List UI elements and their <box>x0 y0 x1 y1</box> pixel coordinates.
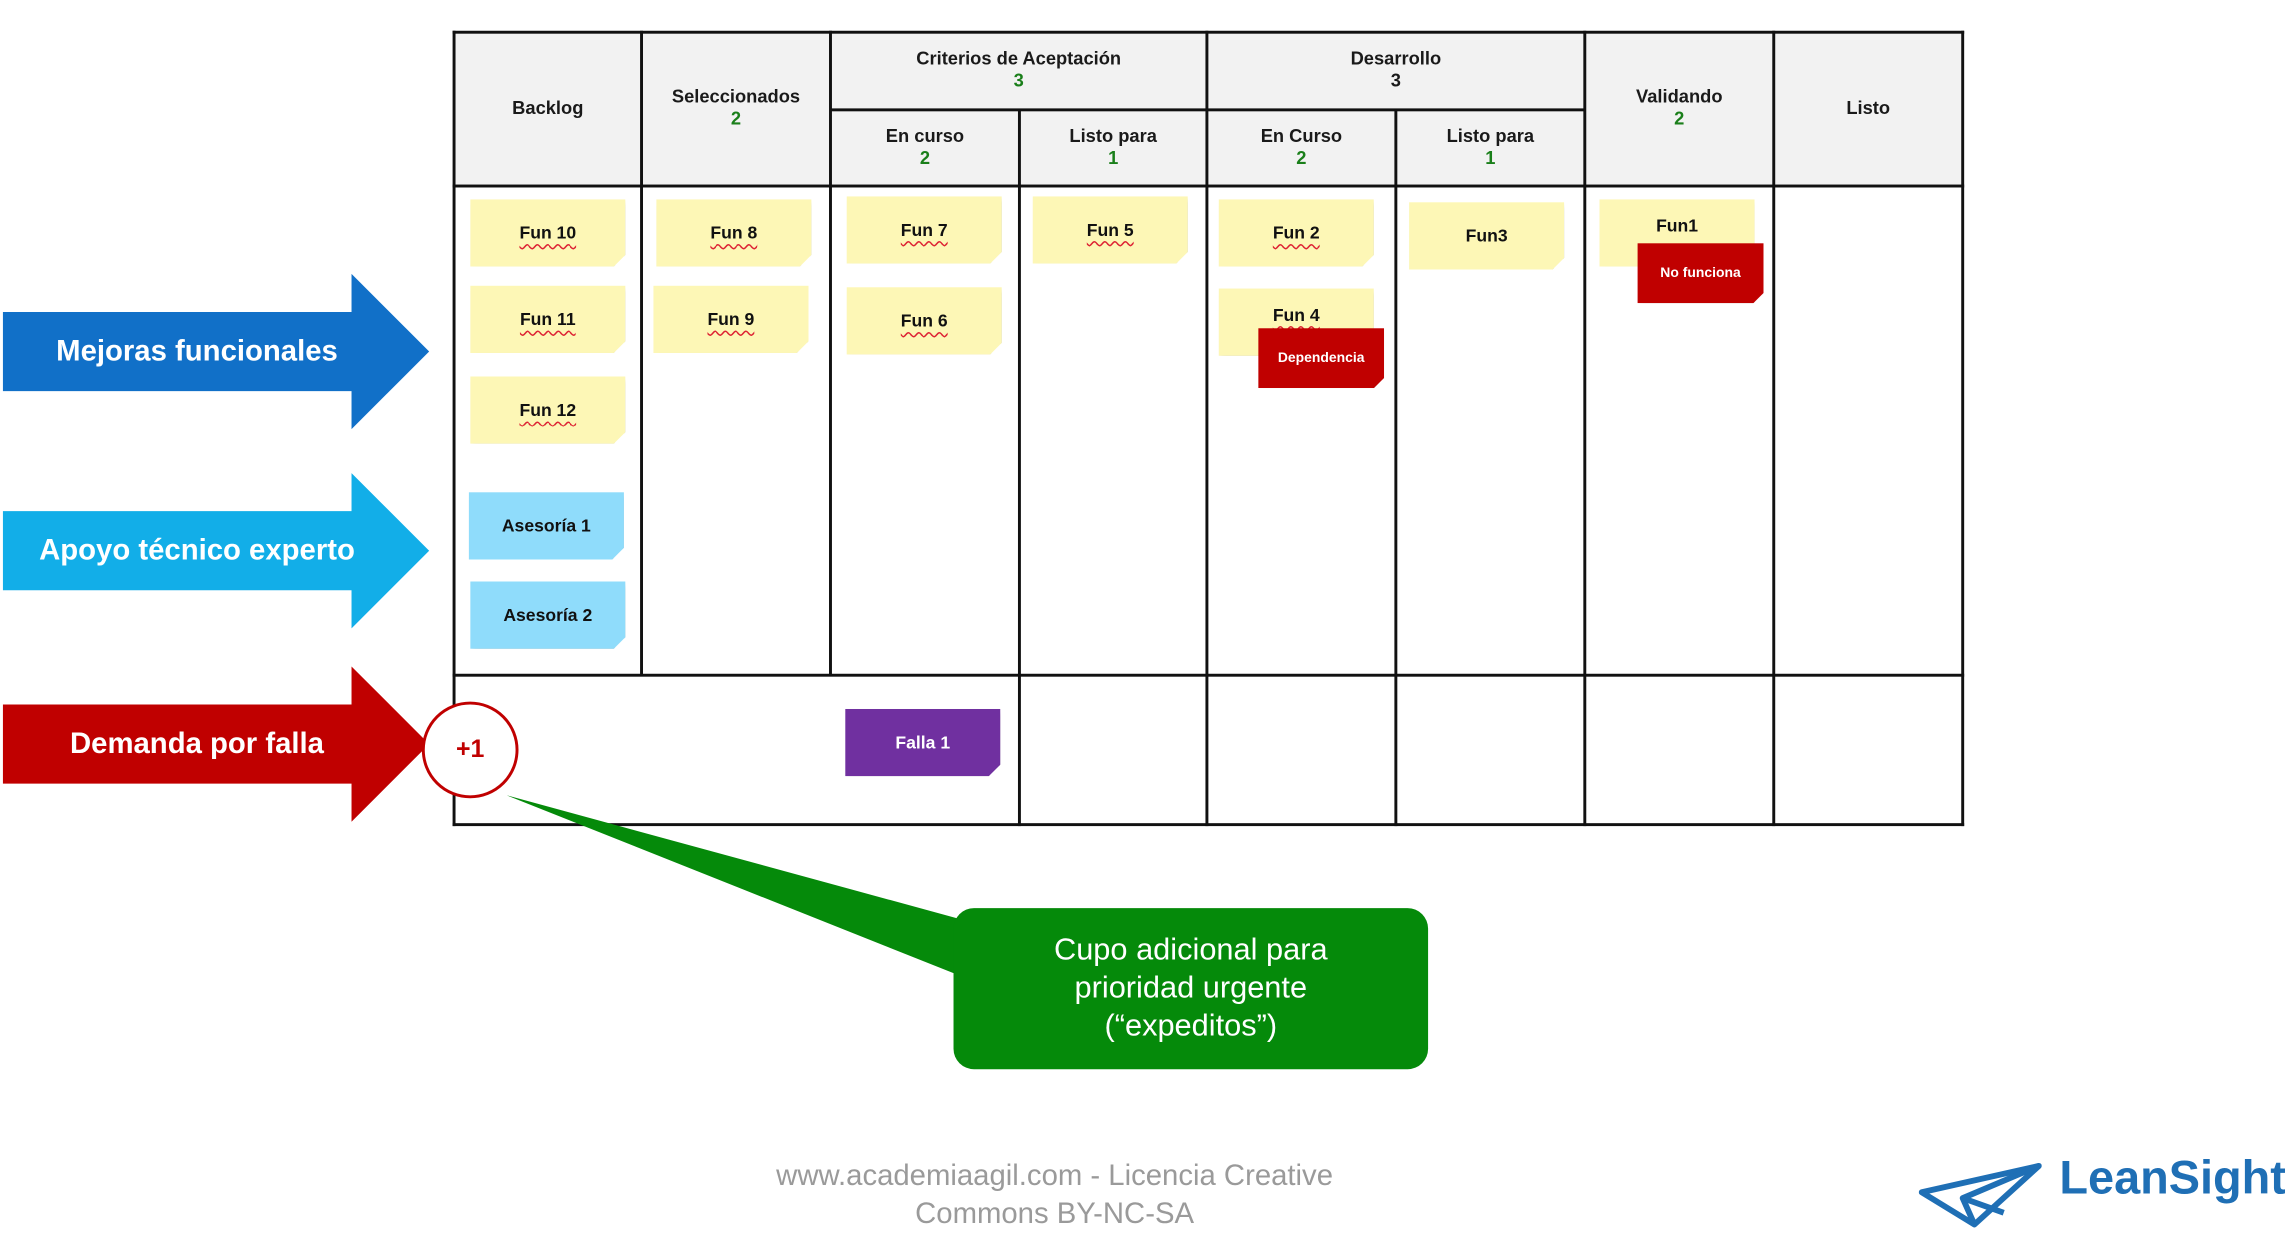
column-divider <box>1583 30 1587 827</box>
card-label: Fun 7 <box>900 219 948 241</box>
card-fun2[interactable]: Fun 2 <box>1219 199 1374 266</box>
wip-limit: 3 <box>1013 70 1024 91</box>
column-divider <box>1205 30 1209 827</box>
license-footer: www.academiaagil.com - Licencia Creative… <box>674 1157 1436 1233</box>
card-falla1[interactable]: Falla 1 <box>845 709 1000 776</box>
card-label: Asesoría 2 <box>503 604 593 626</box>
board-border-left <box>452 30 456 827</box>
callout-line: Cupo adicional para <box>1053 933 1328 967</box>
paper-plane-icon <box>1918 1162 2042 1228</box>
board-border-right <box>1961 30 1965 827</box>
arrow-mejoras-funcionales <box>2 273 430 430</box>
tag-label: Dependencia <box>1277 350 1365 367</box>
column-label: Listo <box>1846 98 1891 119</box>
card-fun12[interactable]: Fun 12 <box>470 376 625 443</box>
arrow-apoyo-tecnico <box>2 473 430 629</box>
column-label: Desarrollo <box>1350 48 1442 69</box>
card-label: Fun 11 <box>519 309 576 330</box>
column-header-criterios: Criterios de Aceptación 3 <box>830 48 1206 92</box>
card-fun3[interactable]: Fun3 <box>1409 202 1564 269</box>
board-expedite-line <box>452 673 1965 677</box>
column-divider <box>829 30 832 676</box>
card-label: Falla 1 <box>895 732 951 753</box>
leansight-logo: LeanSight <box>2059 1151 2285 1204</box>
column-label: Seleccionados <box>671 86 801 107</box>
column-label: En Curso <box>1260 125 1343 147</box>
wip-limit: 1 <box>1485 147 1496 169</box>
column-label: En curso <box>885 125 965 147</box>
column-header-seleccionados: Seleccionados 2 <box>642 86 831 130</box>
board-border-top <box>452 30 1965 34</box>
card-fun5[interactable]: Fun 5 <box>1033 196 1188 263</box>
card-label: Fun1 <box>1656 215 1699 236</box>
card-label: Fun 4 <box>1272 304 1320 326</box>
callout-line: (“expeditos”) <box>1104 1009 1278 1043</box>
column-header-validando: Validando 2 <box>1585 86 1774 130</box>
footer-line: Commons BY-NC-SA <box>915 1198 1195 1231</box>
column-divider <box>640 30 644 676</box>
callout-pointer <box>506 795 985 979</box>
arrow-demanda-falla <box>2 666 430 822</box>
blocker-tag-no-funciona: No funciona <box>1638 243 1764 303</box>
expedite-slot-badge: +1 <box>421 701 519 799</box>
column-label: Validando <box>1636 86 1723 107</box>
card-label: Fun 10 <box>519 222 577 244</box>
column-header-desarrollo-listo: Listo para 1 <box>1396 126 1585 170</box>
column-divider <box>1394 109 1398 827</box>
column-label: Listo para <box>1069 125 1157 147</box>
card-fun10[interactable]: Fun 10 <box>470 199 625 266</box>
card-label: Fun3 <box>1465 225 1508 247</box>
card-label: Asesoría 1 <box>501 515 591 537</box>
column-header-listo: Listo <box>1774 98 1963 120</box>
card-fun7[interactable]: Fun 7 <box>847 196 1002 263</box>
card-label: Fun 8 <box>710 222 758 244</box>
card-label: Fun 5 <box>1086 219 1134 241</box>
card-label: Fun 2 <box>1272 222 1320 244</box>
wip-limit: 2 <box>1296 147 1307 169</box>
wip-limit: 2 <box>1674 108 1685 129</box>
column-header-desarrollo-en-curso: En Curso 2 <box>1207 126 1396 170</box>
column-header-criterios-en-curso: En curso 2 <box>830 126 1019 170</box>
card-fun11[interactable]: Fun 11 <box>470 286 625 353</box>
column-header-backlog: Backlog <box>454 98 641 120</box>
column-label: Listo para <box>1446 125 1535 147</box>
tag-label: No funciona <box>1660 265 1741 282</box>
wip-limit: 1 <box>1108 147 1119 169</box>
board-header-bottom <box>452 184 1965 188</box>
card-fun8[interactable]: Fun 8 <box>656 199 811 266</box>
footer-line: www.academiaagil.com - Licencia Creative <box>776 1160 1333 1193</box>
column-label: Backlog <box>512 98 584 119</box>
board-border-bottom <box>452 823 1965 827</box>
card-label: Fun 12 <box>519 399 577 421</box>
wip-limit: 2 <box>919 147 931 169</box>
callout-line: prioridad urgente <box>1074 971 1308 1005</box>
arrow-label-mejoras: Mejoras funcionales <box>56 334 338 367</box>
column-divider <box>1017 109 1021 827</box>
card-label: Fun 9 <box>707 309 755 330</box>
wip-limit: 2 <box>730 108 742 129</box>
arrow-label-apoyo: Apoyo técnico experto <box>39 533 355 567</box>
arrow-label-demanda: Demanda por falla <box>70 727 324 760</box>
card-fun6[interactable]: Fun 6 <box>847 287 1002 354</box>
column-divider <box>1772 30 1776 827</box>
column-label: Criterios de Aceptación <box>916 48 1122 69</box>
column-header-criterios-listo: Listo para 1 <box>1019 126 1206 170</box>
card-label: Fun 6 <box>900 310 948 332</box>
card-fun9[interactable]: Fun 9 <box>653 286 808 353</box>
card-asesoria1[interactable]: Asesoría 1 <box>469 492 624 559</box>
wip-limit: 3 <box>1390 70 1401 91</box>
card-asesoria2[interactable]: Asesoría 2 <box>470 581 625 648</box>
column-header-desarrollo: Desarrollo 3 <box>1207 48 1585 92</box>
callout-box: Cupo adicional para prioridad urgente (“… <box>953 908 1429 1070</box>
blocker-tag-dependencia: Dependencia <box>1258 328 1384 388</box>
